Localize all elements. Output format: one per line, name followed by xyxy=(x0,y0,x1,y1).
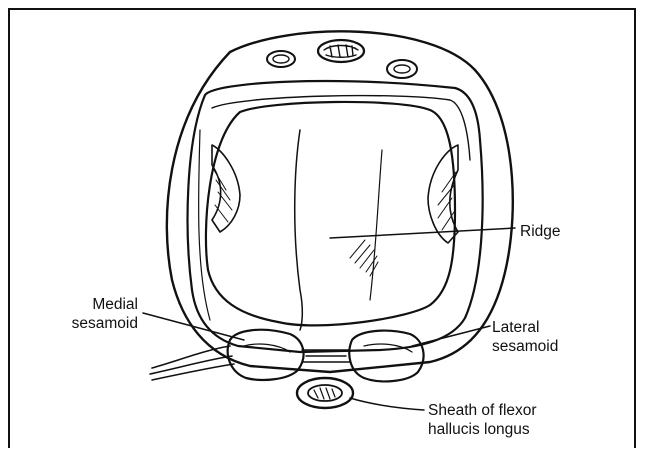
tendon-oval-center xyxy=(318,40,364,62)
tendon-oval-right-inner xyxy=(394,65,410,73)
joint-capsule-outer xyxy=(167,31,513,372)
ridge-label: Ridge xyxy=(520,222,561,241)
metatarsal-ridge xyxy=(295,130,303,330)
sheath-leader-line xyxy=(350,398,424,410)
medial-label-line2: sesamoid xyxy=(48,314,138,333)
flexor-sheath-inner xyxy=(308,385,342,401)
tendon-oval-center-hatch xyxy=(324,45,358,57)
medial-sesamoid xyxy=(228,330,304,380)
flexor-sheath-label: Sheath of flexor hallucis longus xyxy=(428,401,537,439)
medial-sesamoid-leader-line xyxy=(143,313,244,340)
medial-sesamoid-label: Medial sesamoid xyxy=(48,295,138,333)
sheath-label-line1: Sheath of flexor xyxy=(428,401,537,420)
metatarsal-head xyxy=(206,102,455,325)
lateral-sesamoid-label: Lateral sesamoid xyxy=(492,318,558,356)
capsule-inner-line-2 xyxy=(199,130,210,320)
sheath-label-line2: hallucis longus xyxy=(428,420,537,439)
tendon-oval-right xyxy=(387,60,417,78)
ligament-left-hatch xyxy=(214,170,232,222)
lateral-label-line2: sesamoid xyxy=(492,337,558,356)
lateral-sesamoid-leader-line xyxy=(412,326,490,346)
medial-tendon-strands xyxy=(150,346,234,380)
ridge-label-text: Ridge xyxy=(520,223,561,240)
lateral-sesamoid xyxy=(349,331,423,382)
medial-label-line1: Medial xyxy=(48,295,138,314)
metatarsal-crease xyxy=(370,150,382,300)
flexor-sheath-outer xyxy=(297,378,353,408)
flexor-tendon-hatch xyxy=(314,388,335,399)
ridge-leader-line xyxy=(330,228,515,238)
lateral-label-line1: Lateral xyxy=(492,318,558,337)
tendon-oval-left-inner xyxy=(273,55,289,63)
capsule-inner-line xyxy=(212,96,470,160)
tendon-oval-left xyxy=(267,51,295,67)
